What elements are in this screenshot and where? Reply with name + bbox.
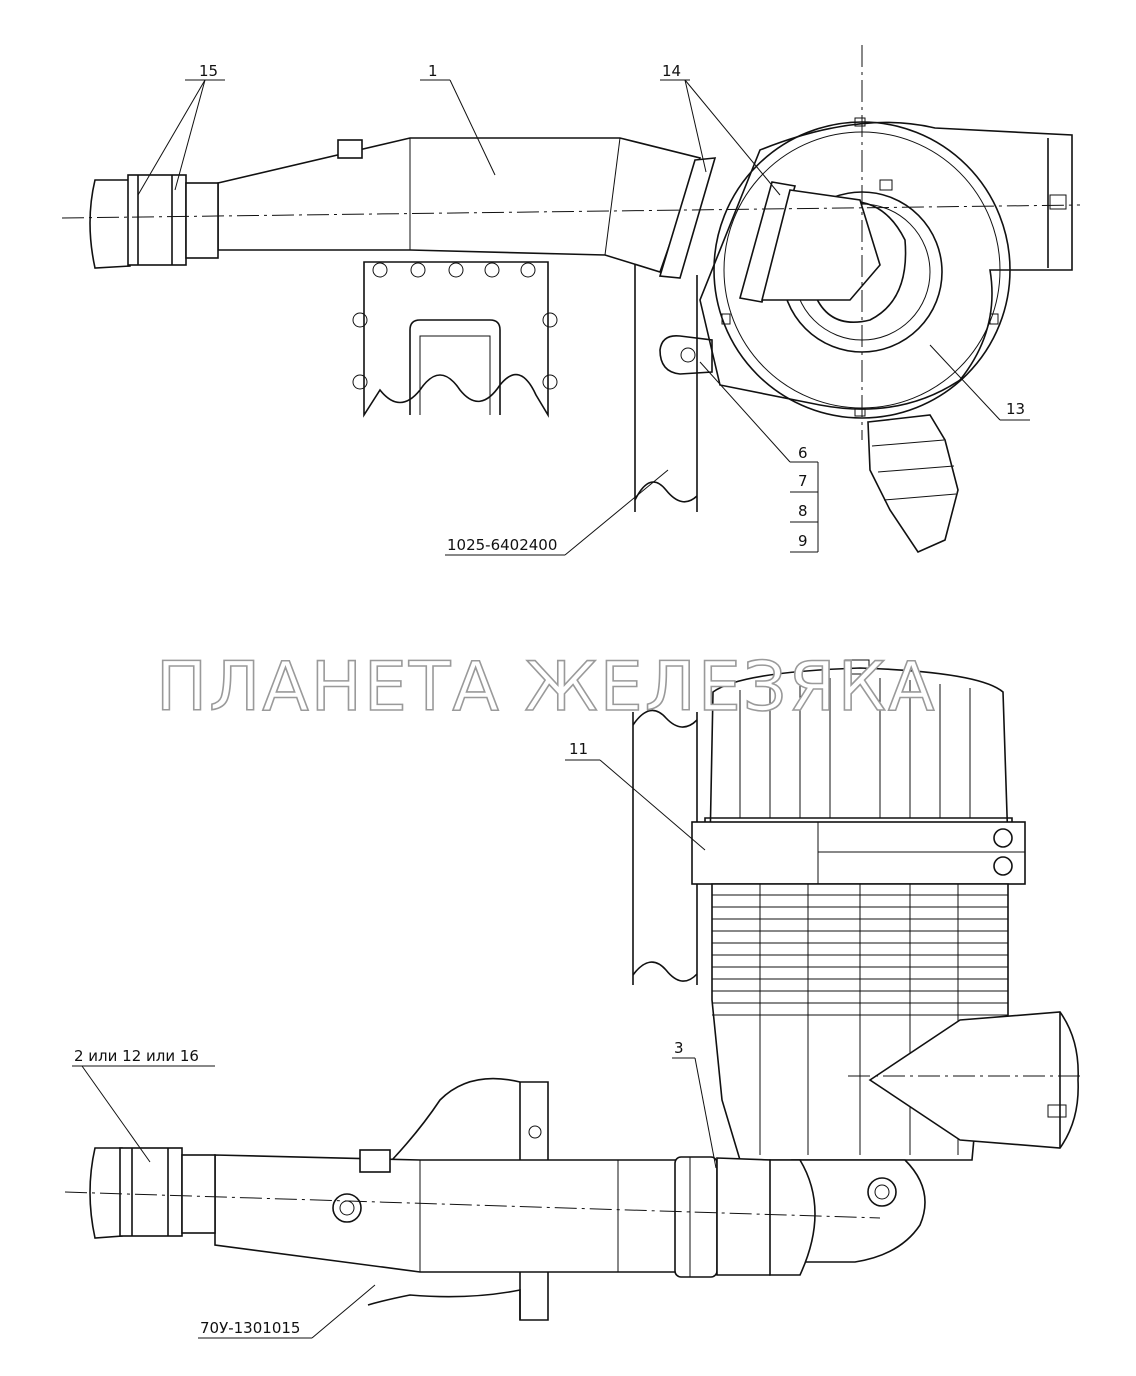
bottom-view [64,659,1085,1321]
frame-member-bottom [632,709,698,985]
hose-sleeve-bottom [89,1147,216,1239]
leaders-bottom [72,759,717,1339]
callout-15: 15 [199,62,218,80]
cover-ribs [739,678,971,818]
callout-14: 14 [662,62,681,80]
bracket-top [352,261,713,418]
callout-pipe-part-number: 70У-1301015 [200,1319,300,1337]
air-cleaner-cover [704,659,1013,846]
callout-6: 6 [798,444,808,462]
callout-9: 9 [798,532,808,550]
callout-8: 8 [798,502,808,520]
callout-7: 7 [798,472,808,490]
axis-horizontal-top [61,204,1081,219]
leaders-top [137,79,1030,556]
axis-pipe-bottom [64,1191,881,1219]
callout-1: 1 [428,62,438,80]
air-cleaner-top [699,117,1073,554]
callout-hose: 2 или 12 или 16 [74,1047,199,1065]
intake-pipe-bottom [214,1149,816,1278]
intake-pipe-top [217,137,881,303]
callout-3: 3 [674,1039,684,1057]
bolt-row [352,262,558,390]
callout-11: 11 [569,740,588,758]
air-cleaner-housing [711,883,1079,1263]
callout-bracket-part-number: 1025-6402400 [447,536,557,554]
watermark-text: ПЛАНЕТА ЖЕЛЕЗЯКА [156,648,937,727]
hose-sleeve-top [89,174,219,269]
clamp-band [691,821,1026,885]
frame-member-top [634,255,698,512]
callout-labels: 15 1 14 13 6 7 8 9 1025-6402400 11 2 или… [74,62,1025,1337]
top-view [61,45,1081,554]
housing-fins [712,884,1008,1155]
callout-13: 13 [1006,400,1025,418]
